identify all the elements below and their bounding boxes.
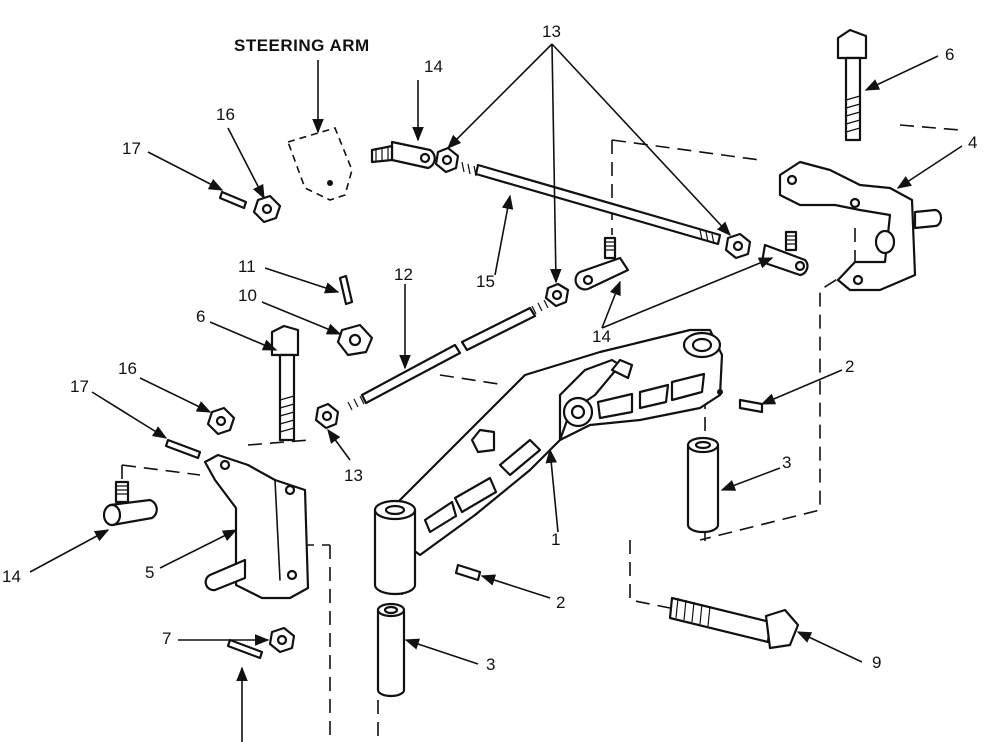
callout-16-top: 16: [216, 105, 235, 124]
callout-2-right: 2: [845, 357, 854, 376]
left-spindle-bracket: [203, 453, 310, 600]
tie-rod-upper: [461, 161, 722, 246]
callout-5: 5: [145, 563, 154, 582]
callout-6-right: 6: [945, 45, 954, 64]
callout-17-top: 17: [122, 139, 141, 158]
callout-2-lower: 2: [556, 593, 565, 612]
tie-rod-lower-right: [460, 299, 549, 352]
callout-12: 12: [394, 265, 413, 284]
callout-1: 1: [551, 530, 560, 549]
steering-arm-title: STEERING ARM: [234, 36, 370, 55]
pivot-bolt: [668, 596, 800, 650]
bolt-left: [270, 324, 300, 442]
axle-beam: [393, 328, 724, 557]
castle-nuts: [206, 194, 374, 654]
tie-rod-end-middle: [574, 236, 630, 291]
cotter-pins: [164, 190, 354, 660]
callout-7: 7: [162, 629, 171, 648]
tie-rod-end-upper-right: [760, 230, 809, 277]
callout-17-left: 17: [70, 377, 89, 396]
tie-rod-lower-left: [347, 343, 462, 411]
callout-14-top: 14: [424, 57, 443, 76]
left-kingpin: [376, 602, 406, 698]
jam-nuts: [314, 146, 752, 430]
callout-14-middle: 14: [592, 327, 611, 346]
callout-11: 11: [238, 257, 256, 276]
grease-fittings: [454, 398, 764, 582]
left-kingpin-housing: [373, 499, 417, 596]
bolt-right: [836, 28, 868, 142]
tie-rod-end-left: [102, 480, 158, 527]
callout-15: 15: [476, 272, 495, 291]
right-spindle-bracket: [778, 160, 943, 292]
tie-rod-end-upper-left: [370, 140, 436, 170]
callout-4: 4: [968, 133, 977, 152]
steering-arm-outline: [286, 127, 353, 201]
callout-3-right: 3: [782, 453, 791, 472]
callout-10: 10: [238, 286, 257, 305]
callout-9: 9: [872, 653, 881, 672]
callout-13-top: 13: [542, 22, 561, 41]
callout-13-lower: 13: [344, 466, 363, 485]
right-kingpin: [686, 436, 720, 534]
labels: STEERING ARM 13 14 16 17 6 4 15 11 12 10…: [2, 22, 977, 674]
callout-16-left: 16: [118, 359, 137, 378]
leader-lines: [29, 43, 963, 742]
callout-14-left: 14: [2, 567, 21, 586]
callout-3-lower: 3: [486, 655, 495, 674]
callout-6-left: 6: [196, 307, 205, 326]
